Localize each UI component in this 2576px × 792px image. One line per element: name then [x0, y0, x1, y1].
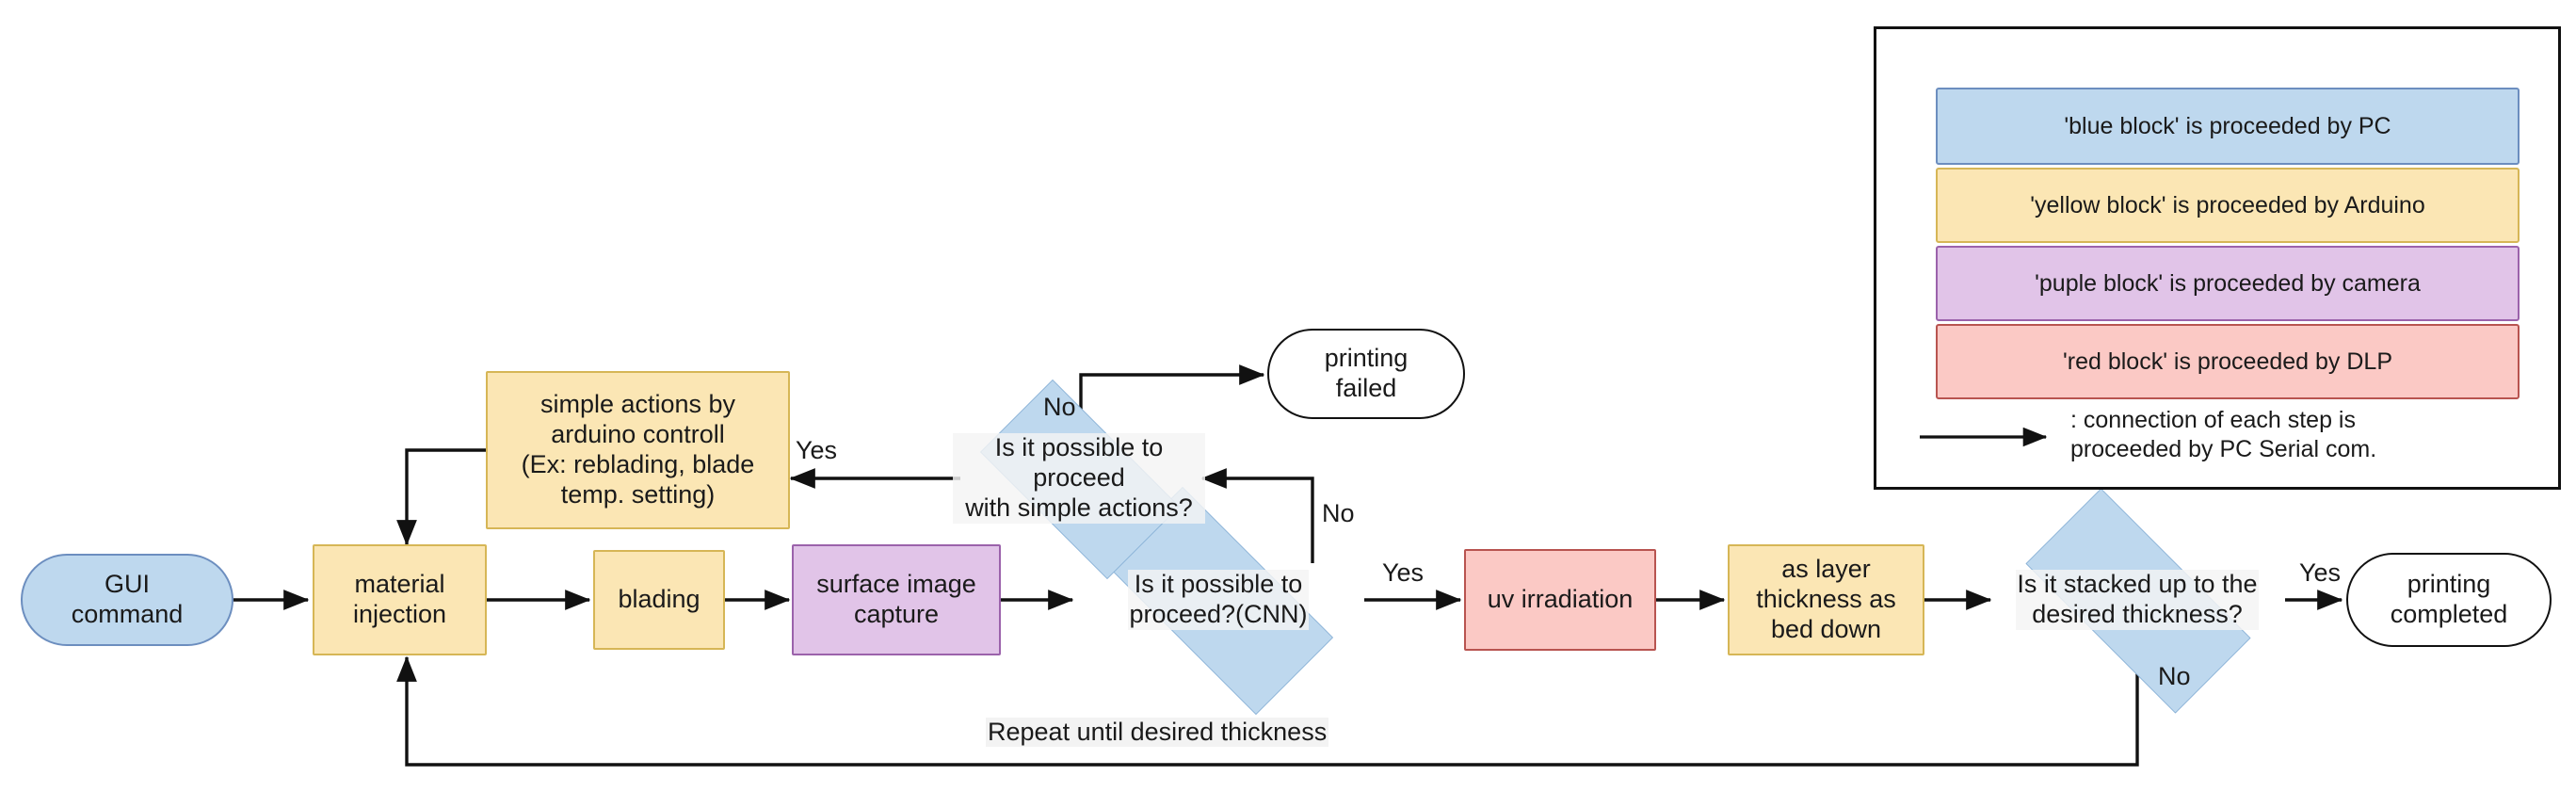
legend-panel: 'blue block' is proceeded by PC 'yellow … — [1874, 26, 2561, 490]
legend-item-purple[interactable]: 'puple block' is proceeded by camera — [1936, 246, 2520, 321]
legend-item-red[interactable]: 'red block' is proceeded by DLP — [1936, 324, 2520, 399]
node-gui-command[interactable]: GUI command — [21, 554, 233, 646]
legend-arrow-note: : connection of each step is proceeded b… — [2070, 407, 2377, 463]
legend-item-blue[interactable]: 'blue block' is proceeded by PC — [1936, 88, 2520, 165]
edge-label-repeat-loop: Repeat until desired thickness — [986, 718, 1329, 747]
node-blading[interactable]: blading — [593, 550, 725, 650]
node-decision-cnn[interactable]: Is it possible to proceed?(CNN) — [1069, 487, 1368, 715]
node-surface-image-capture[interactable]: surface image capture — [792, 544, 1001, 655]
node-decision-cnn-label: Is it possible to proceed?(CNN) — [1128, 570, 1309, 630]
edge-label-cnn-no: No — [1322, 499, 1355, 527]
edge-actions-to-material — [396, 448, 491, 546]
edge-label-thickness-no: No — [2158, 662, 2191, 690]
legend-arrow-icon — [1920, 427, 2048, 447]
node-decision-simple-actions[interactable]: Is it possible to proceed with simple ac… — [953, 380, 1205, 579]
node-printing-completed[interactable]: printing completed — [2346, 553, 2552, 647]
edge-label-simple-yes: Yes — [796, 436, 838, 464]
node-uv-irradiation[interactable]: uv irradiation — [1464, 549, 1656, 651]
edge-label-cnn-yes: Yes — [1382, 558, 1425, 587]
node-decision-simple-actions-label: Is it possible to proceed with simple ac… — [953, 433, 1205, 524]
legend-item-yellow[interactable]: 'yellow block' is proceeded by Arduino — [1936, 168, 2520, 243]
node-material-injection[interactable]: material injection — [313, 544, 487, 655]
node-printing-failed[interactable]: printing failed — [1267, 329, 1465, 419]
node-decision-thickness-label: Is it stacked up to the desired thicknes… — [2016, 570, 2259, 630]
edge-label-simple-no: No — [1043, 393, 1076, 421]
node-layer-thickness[interactable]: as layer thickness as bed down — [1728, 544, 1924, 655]
edge-label-thickness-yes: Yes — [2299, 558, 2342, 587]
node-simple-actions[interactable]: simple actions by arduino controll (Ex: … — [486, 371, 790, 529]
node-decision-thickness[interactable]: Is it stacked up to the desired thicknes… — [1988, 488, 2286, 714]
